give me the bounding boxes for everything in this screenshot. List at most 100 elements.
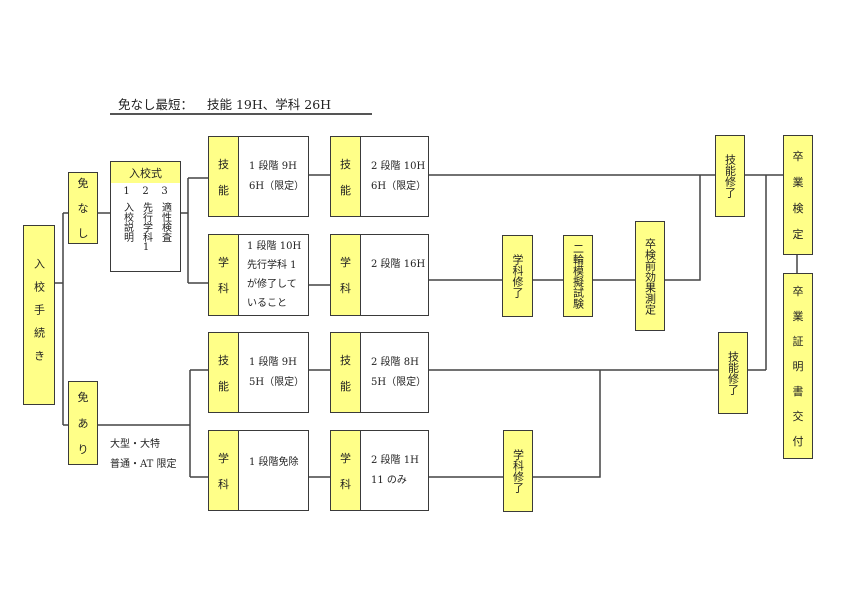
nl-study-stage1-body: 1 段階 10H 先行学科 1 が修了して いること bbox=[239, 235, 308, 315]
connector-withlicense-fork bbox=[98, 369, 208, 478]
wl-study-stage1-label: 学 科 bbox=[209, 431, 239, 510]
nl-study-stage2-body: 2 段階 16H bbox=[361, 235, 428, 315]
label-char: 能 bbox=[340, 379, 351, 393]
stage-line: 1 段階免除 bbox=[249, 457, 299, 468]
ceremony-header-text: 入校式 bbox=[129, 166, 162, 180]
nl-skill-stage1-box: 技 能 1 段階 9H 6H（限定） bbox=[208, 136, 309, 217]
stage-line: 2 段階 10H bbox=[371, 160, 426, 172]
no-license-char: な bbox=[77, 202, 89, 215]
stage-line: 6H（限定） bbox=[371, 180, 427, 192]
nl-study-stage2-box: 学 科 2 段階 16H bbox=[330, 234, 429, 316]
nl-skill-stage2-body: 2 段階 10H 6H（限定） bbox=[361, 137, 428, 216]
nl-skill-stage1-body: 1 段階 9H 6H（限定） bbox=[239, 137, 308, 216]
grad-exam-char: 業 bbox=[792, 176, 804, 189]
stage-line: 1 段階 9H bbox=[249, 356, 297, 368]
stage-line: 先行学科 1 bbox=[247, 260, 297, 271]
connector-start-branch bbox=[53, 212, 68, 426]
nl-study-stage1-label: 学 科 bbox=[209, 235, 239, 315]
wl-study-complete-box: 学科修了 bbox=[503, 430, 533, 512]
graduation-exam-box: 卒 業 検 定 bbox=[783, 135, 813, 255]
certificate-char: 付 bbox=[792, 435, 804, 448]
connector-study-chain-upper bbox=[429, 175, 701, 281]
stage-line: いること bbox=[247, 298, 287, 309]
wl-skill-stage2-box: 技 能 2 段階 8H 5H（限定） bbox=[330, 332, 429, 413]
stage-line: 1 段階 10H bbox=[247, 241, 302, 252]
wl-skill-stage1-label: 技 能 bbox=[209, 333, 239, 412]
label-char: 学 bbox=[340, 256, 351, 269]
wl-skill-complete-box: 技能修了 bbox=[718, 332, 748, 414]
label-char: 学 bbox=[218, 451, 229, 465]
grad-exam-char: 定 bbox=[792, 228, 804, 241]
no-license-char: し bbox=[77, 227, 89, 240]
certificate-char: 明 bbox=[792, 360, 804, 373]
label-char: 学 bbox=[340, 451, 351, 465]
admission-procedure-box: 入校手続き bbox=[23, 225, 55, 405]
with-license-char: り bbox=[77, 443, 89, 456]
nl-study-stage2-label: 学 科 bbox=[331, 235, 361, 315]
label-char: 能 bbox=[218, 379, 229, 393]
with-license-char: あ bbox=[77, 417, 89, 430]
ceremony-number: 3 bbox=[161, 186, 168, 197]
label-char: 技 bbox=[218, 157, 229, 171]
stage-line: 1 段階 9H bbox=[249, 160, 297, 172]
skill-complete-text: 技能修了 bbox=[726, 351, 740, 395]
diagram-title: 免なし最短： 技能 19H、学科 26H bbox=[118, 94, 331, 113]
with-license-box: 免 あ り bbox=[68, 381, 98, 465]
stage-line: 6H（限定） bbox=[249, 180, 305, 192]
wl-study-stage2-body: 2 段階 1H 11 のみ bbox=[361, 431, 428, 510]
label-char: 能 bbox=[218, 183, 229, 197]
label-char: 科 bbox=[218, 477, 229, 491]
wl-study-stage2-label: 学 科 bbox=[331, 431, 361, 510]
title-underline bbox=[110, 113, 372, 115]
study-complete-text: 学科修了 bbox=[511, 449, 525, 493]
ceremony-number: 2 bbox=[142, 186, 149, 197]
wl-skill-stage1-body: 1 段階 9H 5H（限定） bbox=[239, 333, 308, 412]
ceremony-item: 先行学科1 bbox=[140, 202, 152, 253]
license-note-line: 大型・大特 bbox=[110, 439, 160, 450]
nl-study-complete-box: 学科修了 bbox=[502, 235, 533, 317]
nl-study-stage1-box: 学 科 1 段階 10H 先行学科 1 が修了して いること bbox=[208, 234, 309, 316]
wl-study-stage2-box: 学 科 2 段階 1H 11 のみ bbox=[330, 430, 429, 511]
certificate-char: 卒 bbox=[792, 285, 804, 298]
connector-ceremony-fork bbox=[181, 177, 208, 284]
license-types-note: 大型・大特 普通・AT 限定 bbox=[110, 435, 177, 475]
admission-procedure-label: 入校手続き bbox=[32, 257, 46, 373]
stage-line: 2 段階 1H bbox=[371, 454, 419, 466]
wl-study-stage1-box: 学 科 1 段階免除 bbox=[208, 430, 309, 511]
connector-study-chain-lower bbox=[429, 370, 601, 478]
ceremony-number: 1 bbox=[123, 186, 130, 197]
stage-line: 5H（限定） bbox=[249, 376, 305, 388]
wl-skill-stage2-label: 技 能 bbox=[331, 333, 361, 412]
no-license-box: 免 な し bbox=[68, 172, 98, 244]
label-char: 技 bbox=[340, 353, 351, 367]
pre-graduation-test-box: 卒検前効果測定 bbox=[635, 221, 665, 331]
nl-skill-stage2-label: 技 能 bbox=[331, 137, 361, 216]
label-char: 能 bbox=[340, 183, 351, 197]
two-wheel-sim-exam-box: 二輪模擬試験 bbox=[563, 235, 593, 317]
pre-graduation-test-text: 卒検前効果測定 bbox=[643, 237, 657, 315]
skill-complete-text: 技能修了 bbox=[723, 154, 737, 198]
two-wheel-sim-text: 二輪模擬試験 bbox=[571, 243, 585, 309]
stage-line: 5H（限定） bbox=[371, 376, 427, 388]
certificate-char: 書 bbox=[792, 385, 804, 398]
wl-skill-stage1-box: 技 能 1 段階 9H 5H（限定） bbox=[208, 332, 309, 413]
certificate-char: 業 bbox=[792, 310, 804, 323]
nl-skill-stage1-label: 技 能 bbox=[209, 137, 239, 216]
no-license-char: 免 bbox=[77, 177, 89, 190]
label-char: 科 bbox=[340, 282, 351, 295]
stage-line: 2 段階 16H bbox=[371, 259, 426, 270]
label-char: 技 bbox=[218, 353, 229, 367]
nl-skill-stage2-box: 技 能 2 段階 10H 6H（限定） bbox=[330, 136, 429, 217]
certificate-char: 証 bbox=[792, 335, 804, 348]
with-license-char: 免 bbox=[77, 391, 89, 404]
title-label: 免なし最短： bbox=[118, 97, 194, 112]
label-char: 学 bbox=[218, 256, 229, 269]
label-char: 科 bbox=[340, 477, 351, 491]
label-char: 技 bbox=[340, 157, 351, 171]
study-complete-text: 学科修了 bbox=[511, 254, 524, 298]
ceremony-header: 入校式 bbox=[110, 161, 181, 184]
wl-study-stage1-body: 1 段階免除 bbox=[239, 431, 308, 510]
wl-skill-stage2-body: 2 段階 8H 5H（限定） bbox=[361, 333, 428, 412]
grad-exam-char: 卒 bbox=[792, 150, 804, 163]
